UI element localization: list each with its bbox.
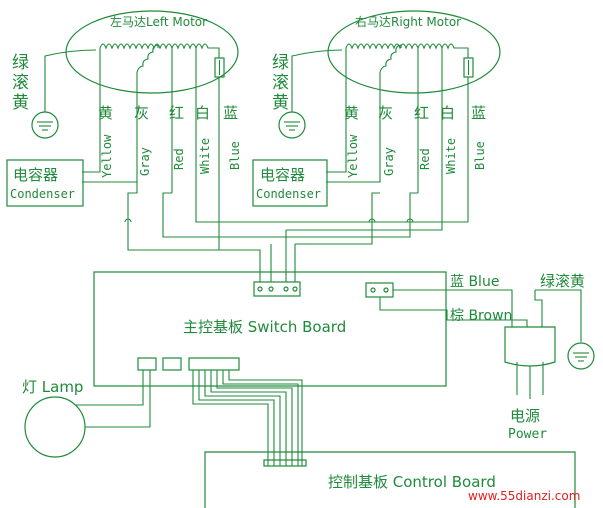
right-motor-title: 右马达Right Motor [355,14,461,29]
lamp-label: 灯 Lamp [22,378,83,396]
left-motor: 左马达Left Motor [65,10,239,250]
aux-connector [162,357,182,371]
right-wire-cn-blue: 蓝 [471,104,486,122]
control-board-label: 控制基板 Control Board [328,473,496,491]
left-capacitor [6,159,84,207]
right-motor: 右马达Right Motor [326,10,501,222]
right-wire-en-gray: Gray [382,147,396,176]
right-wire-cn-gray: 灰 [378,104,393,122]
control-board [204,451,576,508]
switch-board-label: 主控基板 Switch Board [183,318,346,336]
control-connector [188,357,240,371]
right-earth-label-3: 黄 [272,93,289,113]
right-wire-en-yellow: Yellow [346,134,360,178]
right-wire-en-blue: Blue [473,141,487,170]
left-earth-symbol [31,49,97,139]
left-motor-title: 左马达Left Motor [110,14,207,29]
interconnect-wires [124,158,468,282]
right-capacitor-cn: 电容器 [260,166,305,184]
right-wire-cn-yellow: 黄 [344,104,359,122]
power-connector [365,282,394,298]
left-capacitor-en: Condenser [10,187,75,201]
left-wire-cn-blue: 蓝 [223,104,238,122]
left-wire-en-white: White [198,138,212,174]
left-wire-cn-white: 白 [195,104,210,122]
left-wire-en-red: Red [172,148,186,170]
power-label-cn: 电源 [510,407,540,425]
lamp-connector [137,357,157,371]
ribbon-cable [192,370,307,467]
right-capacitor [252,159,328,207]
power-earth-label: 绿滚黄 [540,272,585,290]
right-earth-label-2: 滚 [272,73,289,93]
motor-connector [253,281,301,297]
right-earth-label-1: 绿 [272,53,289,73]
left-wire-en-blue: Blue [228,141,242,170]
left-wire-cn-yellow: 黄 [98,104,113,122]
right-wire-cn-white: 白 [440,104,455,122]
power-blue-label: 蓝 Blue [450,274,499,290]
left-capacitor-cn: 电容器 [13,166,58,184]
lamp [24,370,151,458]
right-wire-en-white: White [444,138,458,174]
watermark: www.55dianzi.com [468,489,580,503]
left-earth-label-3: 黄 [12,93,29,113]
power-brown-label: 棕 Brown [450,308,512,324]
power-label-en: Power [508,427,547,442]
left-earth-label-2: 滚 [12,73,29,93]
left-wire-cn-red: 红 [169,104,184,122]
right-earth-symbol [278,49,343,139]
left-wire-cn-gray: 灰 [134,104,149,122]
left-wire-en-gray: Gray [138,147,152,176]
power-plug [379,289,595,399]
right-wire-cn-red: 红 [414,104,429,122]
switch-board [93,271,447,387]
left-wire-en-yellow: Yellow [100,134,114,178]
right-wire-en-red: Red [418,148,432,170]
right-capacitor-en: Condenser [256,187,321,201]
left-earth-label-1: 绿 [12,53,29,73]
